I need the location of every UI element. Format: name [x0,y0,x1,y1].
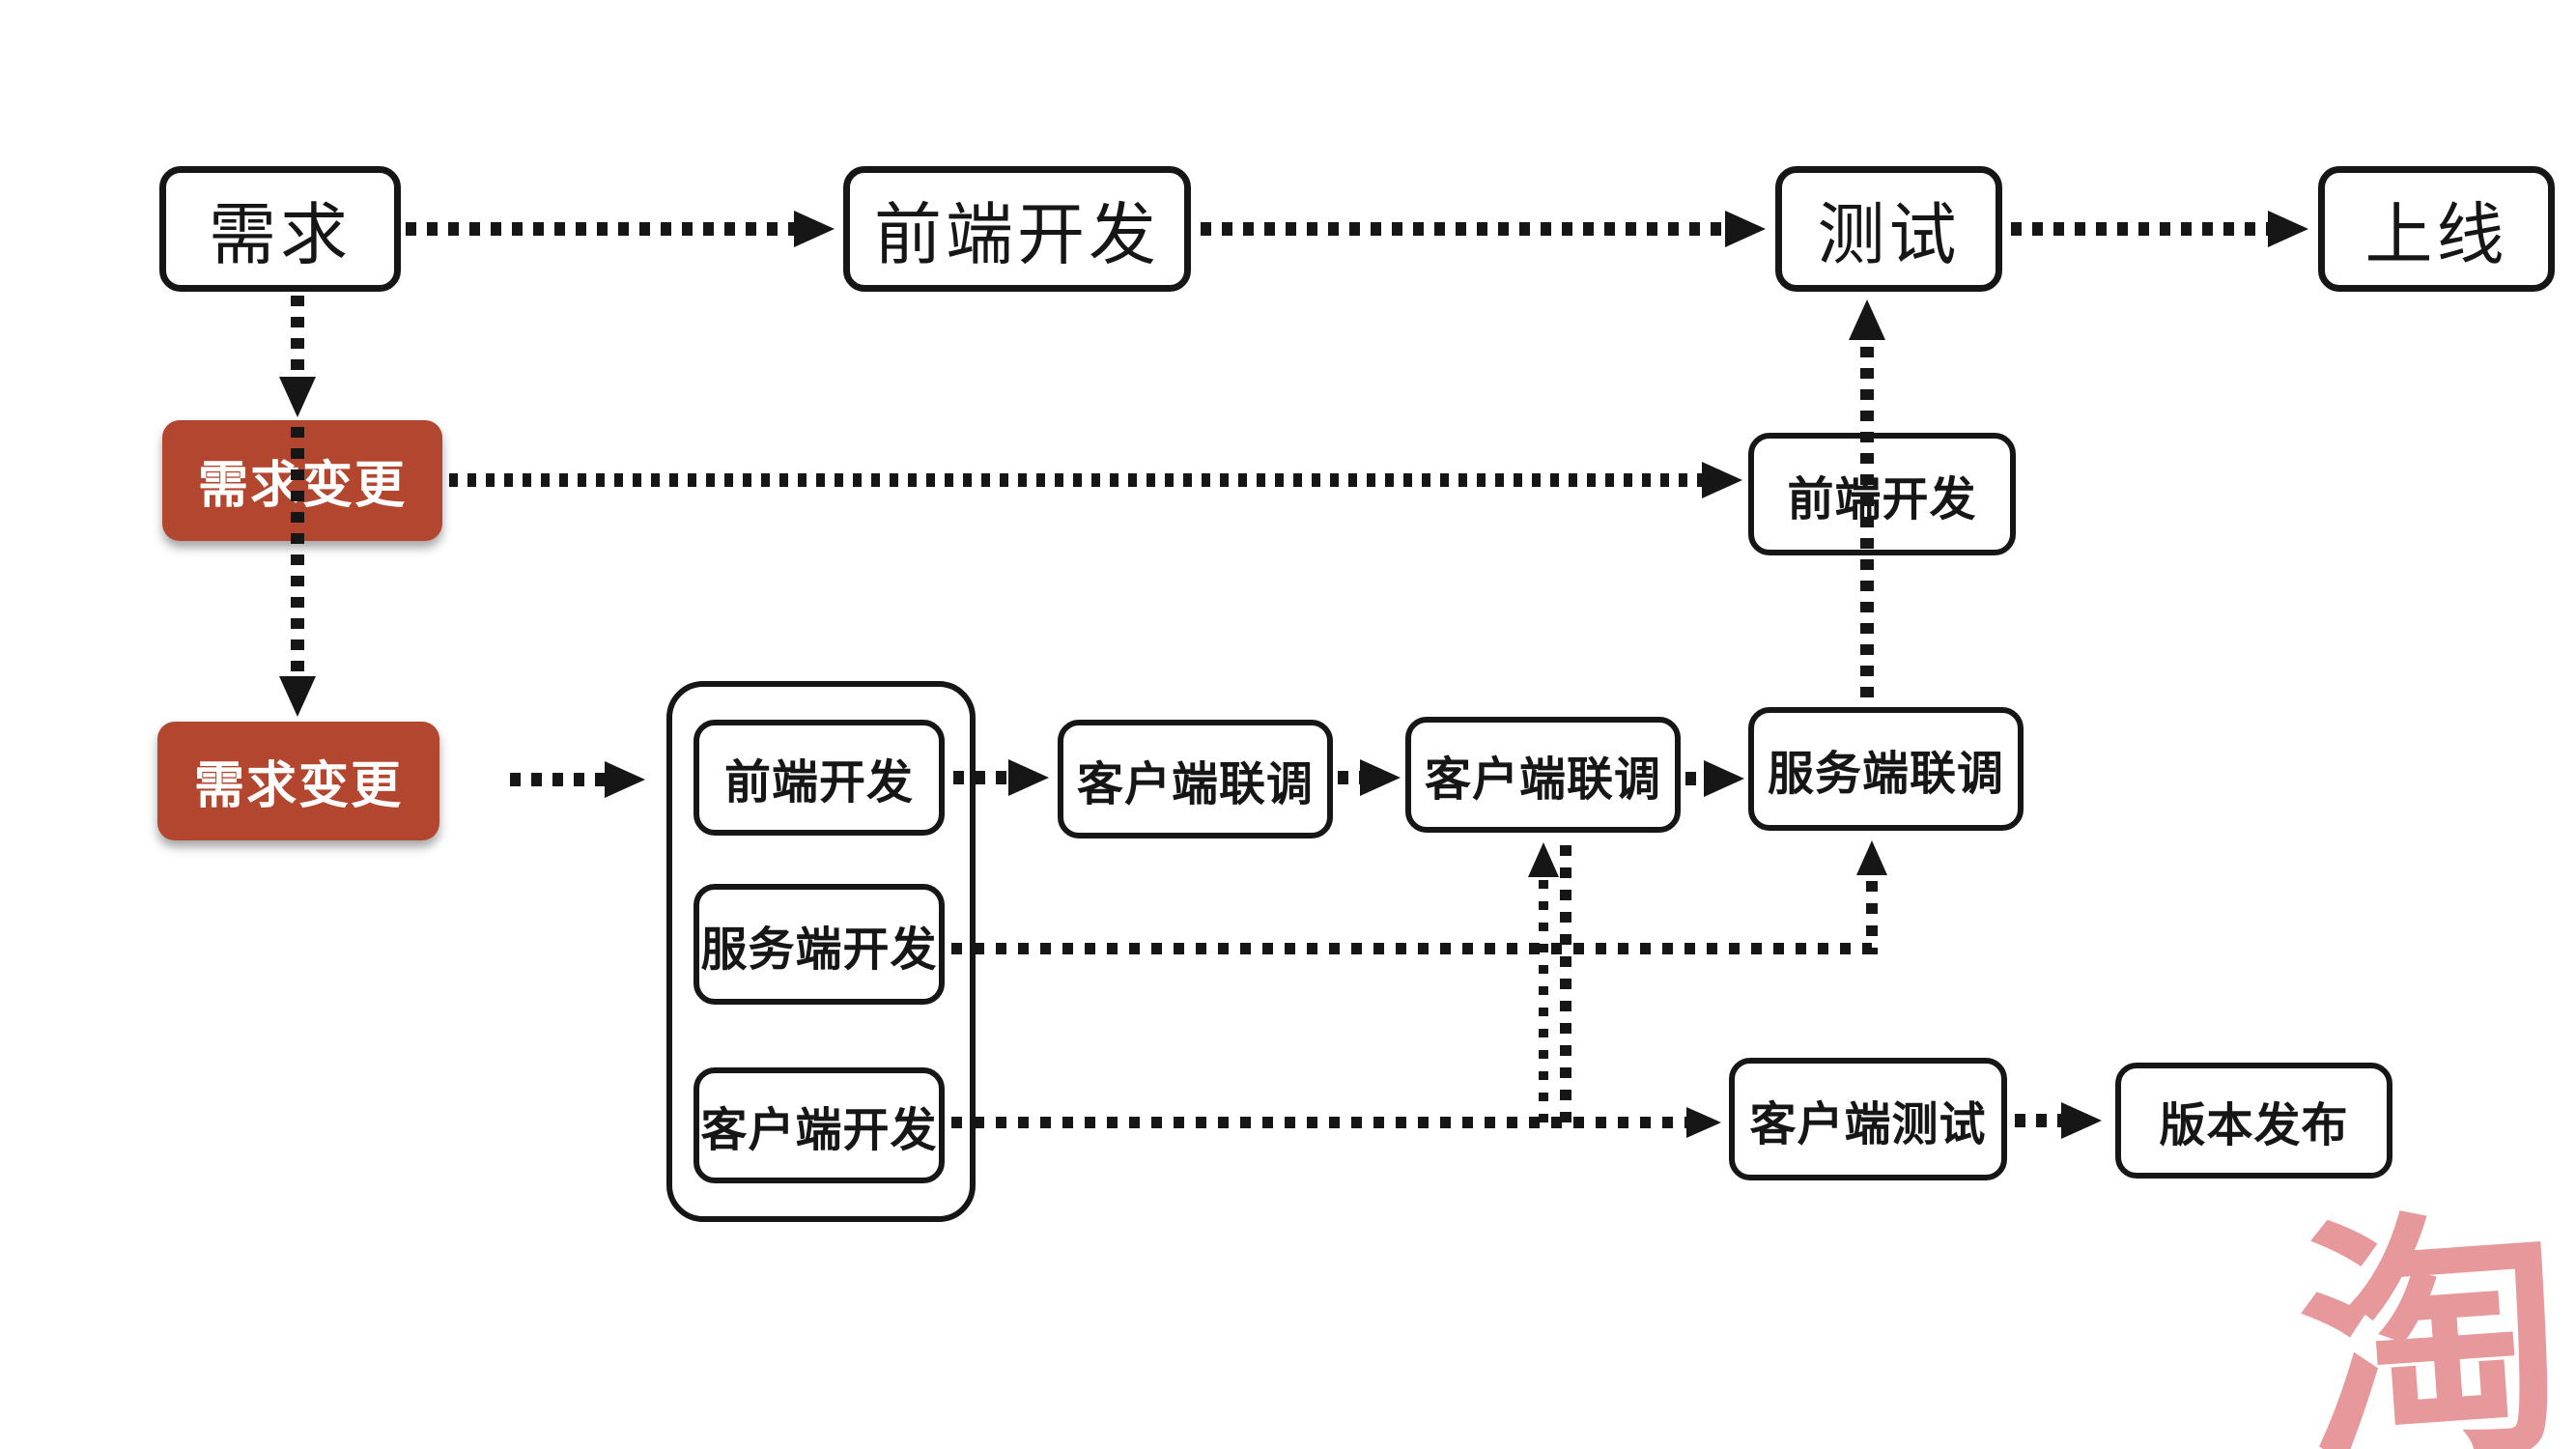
node-requirement-change-2: 需求变更 [157,722,439,840]
node-test: 测试 [1775,166,2002,292]
node-client-dev: 客户端开发 [694,1067,945,1183]
node-server-joint-debug: 服务端联调 [1748,707,2024,831]
node-requirement: 需求 [159,166,401,292]
node-server-dev: 服务端开发 [694,884,945,1005]
arrow-serverdev-to-serverjoint [951,840,1887,954]
node-frontend-dev-mid: 前端开发 [1748,433,2016,555]
node-release: 版本发布 [2115,1063,2392,1179]
node-requirement-change-1: 需求变更 [162,420,442,541]
node-frontend-dev-group: 前端开发 [694,720,945,836]
node-client-joint-debug-2: 客户端联调 [1405,717,1681,833]
taobao-watermark: 淘 [2290,1191,2574,1449]
node-client-test: 客户端测试 [1729,1058,2007,1180]
node-frontend-dev-top: 前端开发 [843,166,1191,292]
node-client-joint-debug-1: 客户端联调 [1058,720,1333,838]
node-launch: 上线 [2318,166,2555,292]
